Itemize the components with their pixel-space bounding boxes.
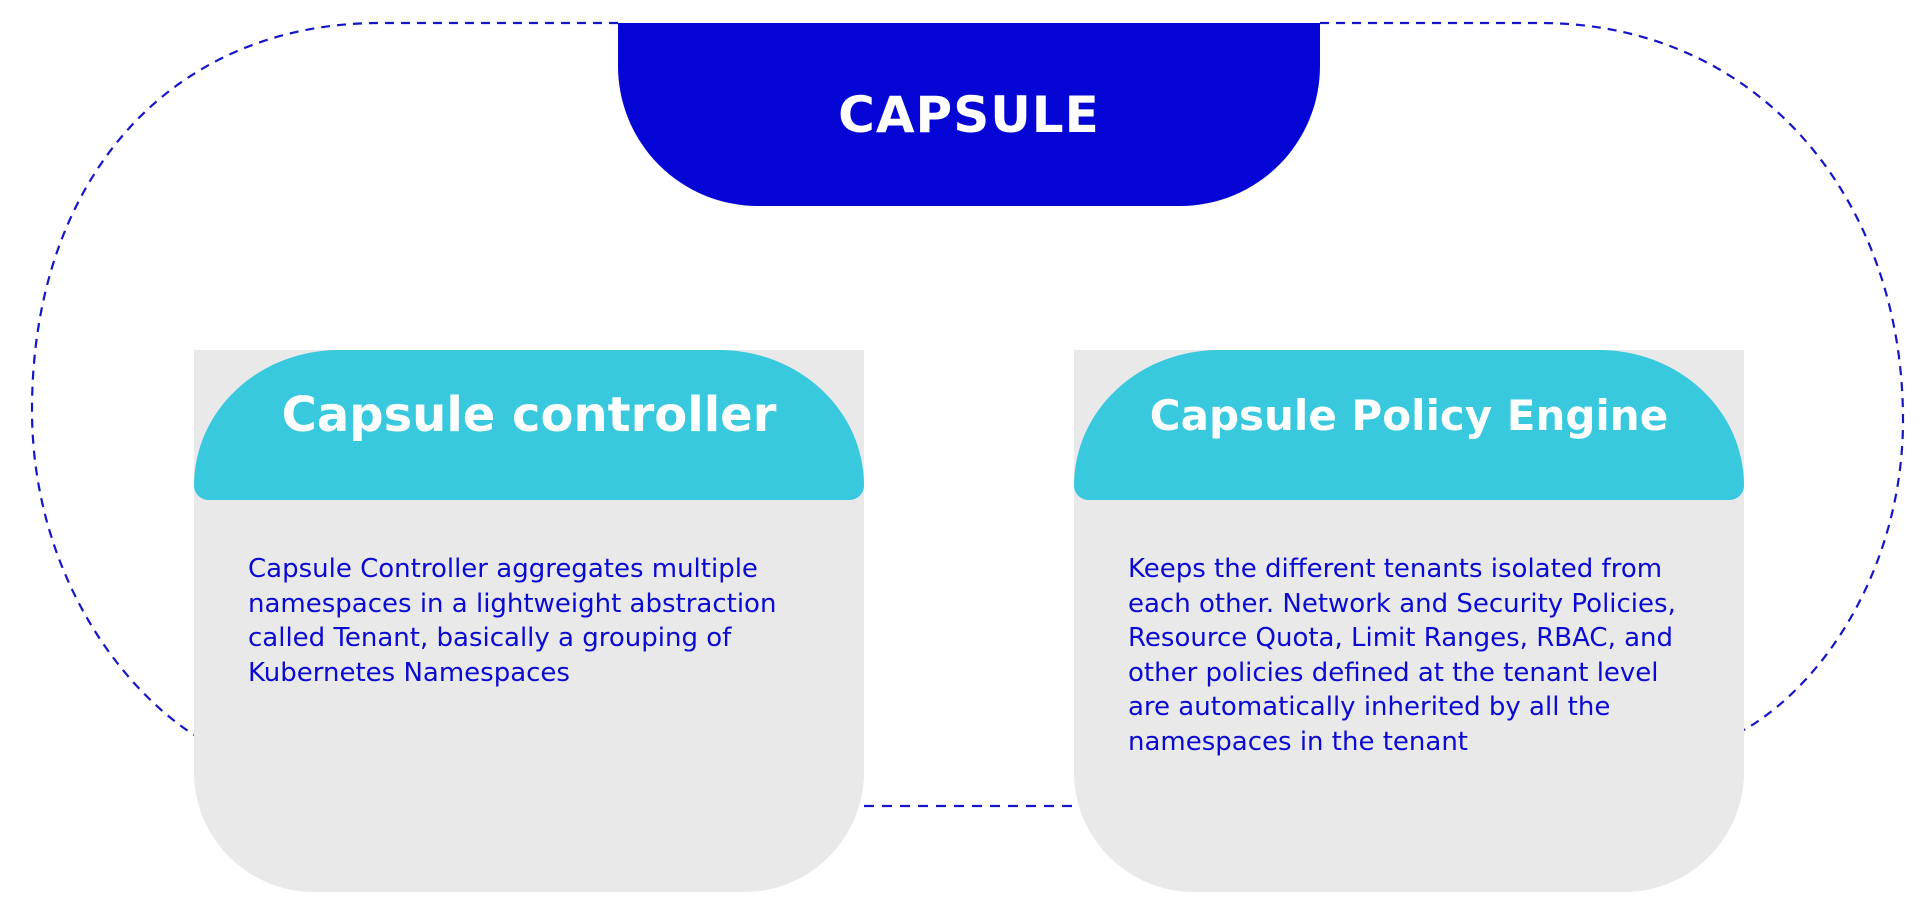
component-title: Capsule Policy Engine	[1149, 390, 1669, 440]
component-card-header: Capsule Policy Engine	[1074, 350, 1744, 500]
capsule-header-pill: CAPSULE	[618, 23, 1320, 206]
dashed-connector-capsule-to-policy-engine	[1320, 21, 1905, 731]
component-card-controller: Capsule controller Capsule Controller ag…	[194, 350, 864, 892]
component-card-header: Capsule controller	[194, 350, 864, 500]
diagram-title: CAPSULE	[838, 85, 1100, 144]
dashed-connector-capsule-to-controller	[30, 21, 618, 736]
component-title: Capsule controller	[281, 387, 777, 443]
component-description: Keeps the different tenants isolated fro…	[1128, 554, 1676, 757]
component-card-policy-engine: Capsule Policy Engine Keeps the differen…	[1074, 350, 1744, 892]
component-description: Capsule Controller aggregates multiple n…	[248, 554, 777, 688]
